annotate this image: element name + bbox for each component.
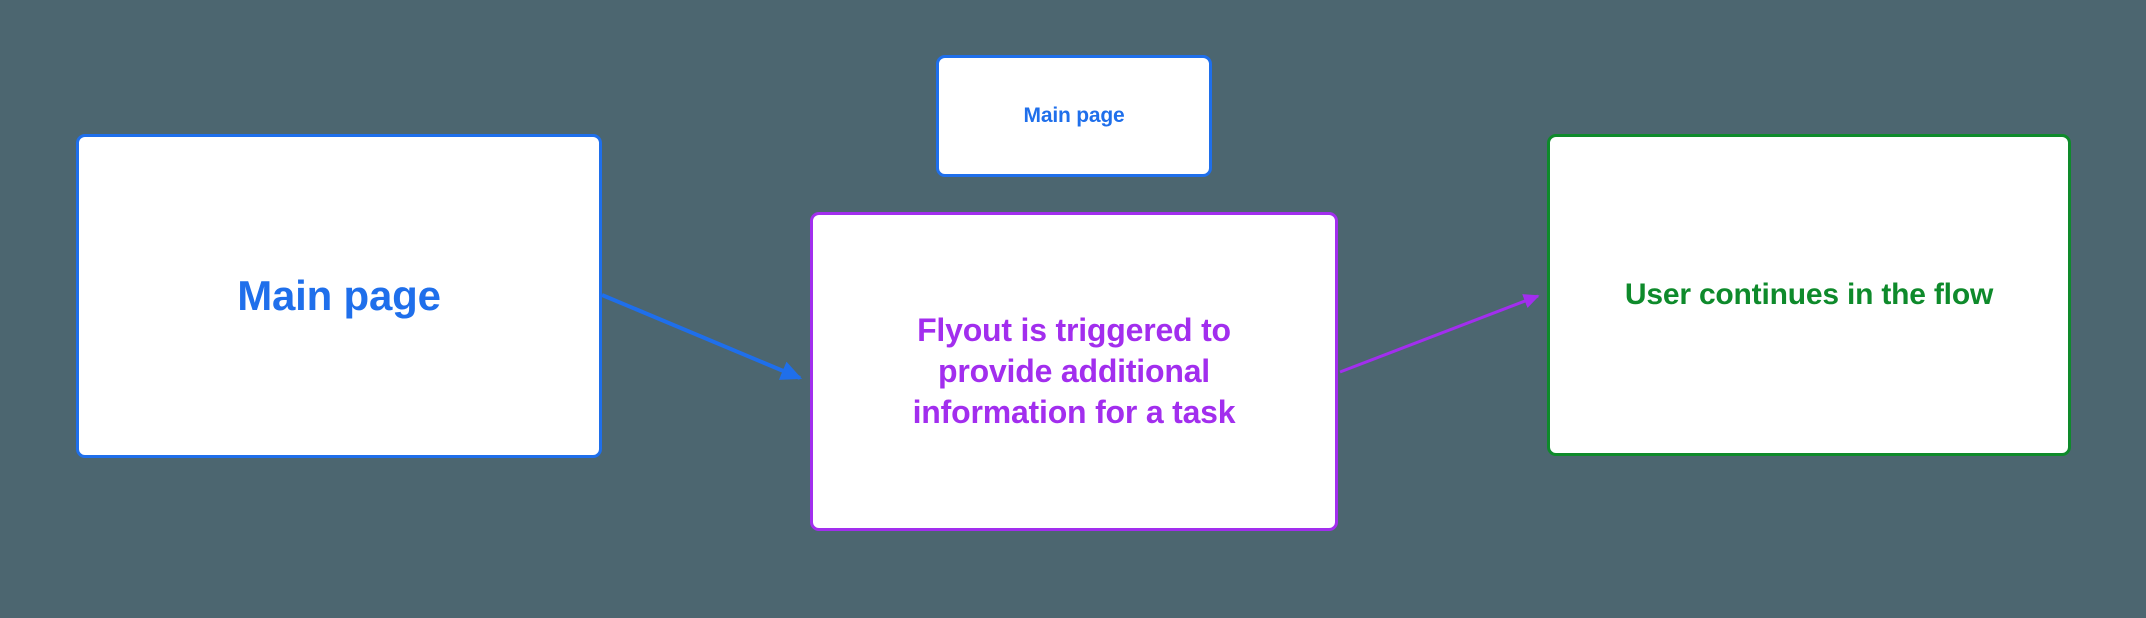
- node-flyout[interactable]: Flyout is triggered to provide additiona…: [810, 212, 1338, 531]
- node-user-continues-label: User continues in the flow: [1624, 278, 1994, 312]
- node-main-page-large-label: Main page: [237, 272, 441, 320]
- arrow-flyout-to-user-continues: [1339, 294, 1540, 374]
- node-main-page-small-label: Main page: [1023, 103, 1125, 127]
- node-main-page-large[interactable]: Main page: [76, 134, 602, 458]
- node-flyout-label: Flyout is triggered to provide additiona…: [912, 312, 1236, 430]
- node-user-continues[interactable]: User continues in the flow: [1547, 134, 2071, 456]
- arrow-main-page-to-flyout: [601, 293, 803, 380]
- node-main-page-small[interactable]: Main page: [936, 55, 1212, 177]
